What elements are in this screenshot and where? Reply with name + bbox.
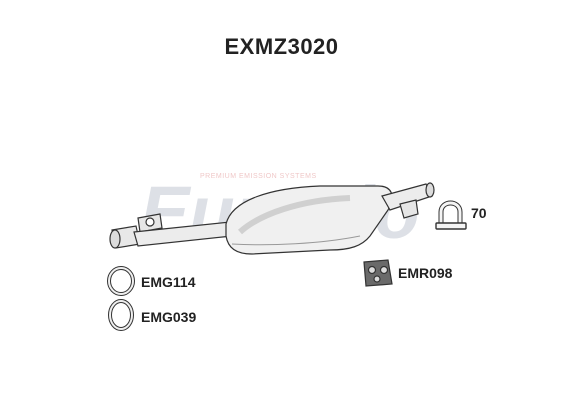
rubber-mount-icon <box>363 259 393 287</box>
front-pipe-end <box>109 229 121 249</box>
gasket-1-label: EMG114 <box>141 274 196 290</box>
exhaust-middle-section <box>109 182 435 255</box>
watermark-tagline: PREMIUM EMISSION SYSTEMS <box>200 173 317 180</box>
gasket-2-label: EMG039 <box>141 309 197 325</box>
rear-hanger-bracket <box>399 199 419 219</box>
tail-pipe-end <box>425 182 435 198</box>
silencer-box <box>225 185 393 255</box>
ring-gasket-icon-2 <box>108 299 134 331</box>
rubber-mount-label: EMR098 <box>398 265 453 281</box>
u-bolt-clamp-icon <box>435 200 467 230</box>
ring-gasket-icon-1 <box>107 266 135 296</box>
page-title: EXMZ3020 <box>224 34 339 59</box>
clamp-label: 70 <box>471 205 487 221</box>
